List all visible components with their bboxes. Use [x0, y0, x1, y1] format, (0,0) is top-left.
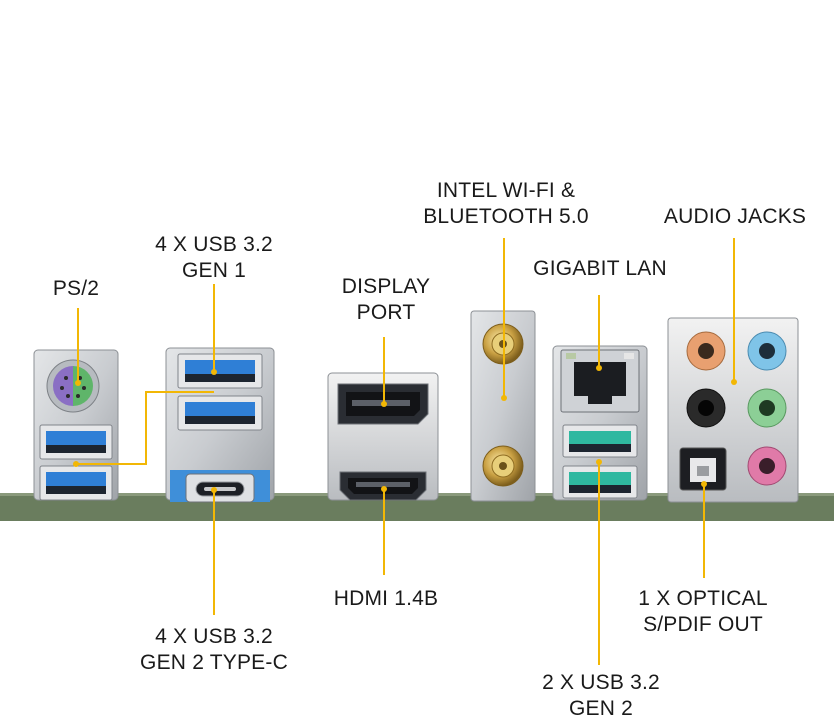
audio-jack-icon: [747, 446, 787, 486]
usb-gen1-stack: [165, 347, 275, 503]
audio-jack-icon: [747, 388, 787, 428]
callout-lines: [73, 238, 737, 665]
usb-port-icon: [39, 424, 113, 460]
usb-c-port-icon: [185, 473, 255, 503]
ps2-port-icon: [46, 359, 100, 413]
label-usb-typec: 4 X USB 3.2 GEN 2 TYPE-C: [140, 625, 288, 674]
label-wifi-bluetooth: INTEL WI-FI & BLUETOOTH 5.0: [423, 179, 589, 228]
label-audio-jacks: AUDIO JACKS: [663, 205, 807, 228]
label-gigabit-lan: GIGABIT LAN: [533, 257, 667, 280]
callout-line-usb-gen1-branch: [76, 391, 214, 465]
label-usb-gen2: 2 X USB 3.2 GEN 2: [542, 671, 660, 720]
audio-jack-icon: [747, 331, 787, 371]
hdmi-port-icon: [339, 471, 427, 501]
usb-port-icon: [39, 465, 113, 501]
audio-jack-icon: [686, 331, 726, 371]
usb-port-icon: [177, 395, 263, 431]
ps2-usb-stack: [33, 349, 119, 501]
label-displayport: DISPLAY PORT: [341, 275, 431, 324]
label-hdmi: HDMI 1.4B: [333, 587, 439, 610]
usb-port-icon: [562, 424, 638, 458]
usb-port-icon: [177, 353, 263, 389]
label-optical-spdif: 1 X OPTICAL S/PDIF OUT: [638, 587, 768, 636]
rj45-port-icon: [560, 349, 640, 413]
audio-stack: [667, 317, 799, 503]
audio-jack-icon: [686, 388, 726, 428]
callout-dot-ps2: [75, 380, 81, 386]
antenna-connector-icon: [482, 445, 524, 487]
label-ps2: PS/2: [52, 277, 100, 300]
optical-port-icon: [679, 447, 727, 491]
label-usb-gen1: 4 X USB 3.2 GEN 1: [155, 233, 273, 282]
